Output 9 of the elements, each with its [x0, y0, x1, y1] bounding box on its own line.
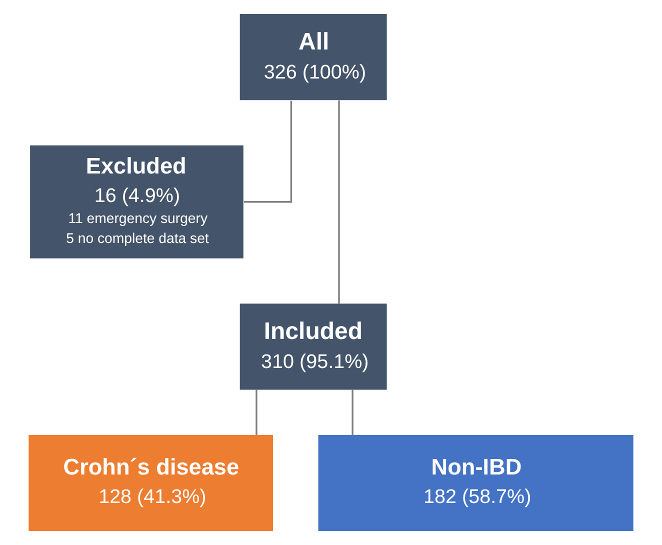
connector — [338, 100, 340, 304]
node-box: Non-IBD 182 (58.7%) — [318, 434, 634, 532]
node-box: Excluded 16 (4.9%) 11 emergency surgery 5 no complete data set — [30, 145, 244, 258]
node-box: All 326 (100%) — [240, 14, 387, 100]
connector — [244, 100, 292, 203]
node-box: Included 310 (95.1%) — [240, 304, 387, 390]
connector — [256, 390, 258, 435]
node-box: Crohn´s disease 128 (41.3%) — [28, 434, 274, 532]
connector — [352, 390, 354, 435]
